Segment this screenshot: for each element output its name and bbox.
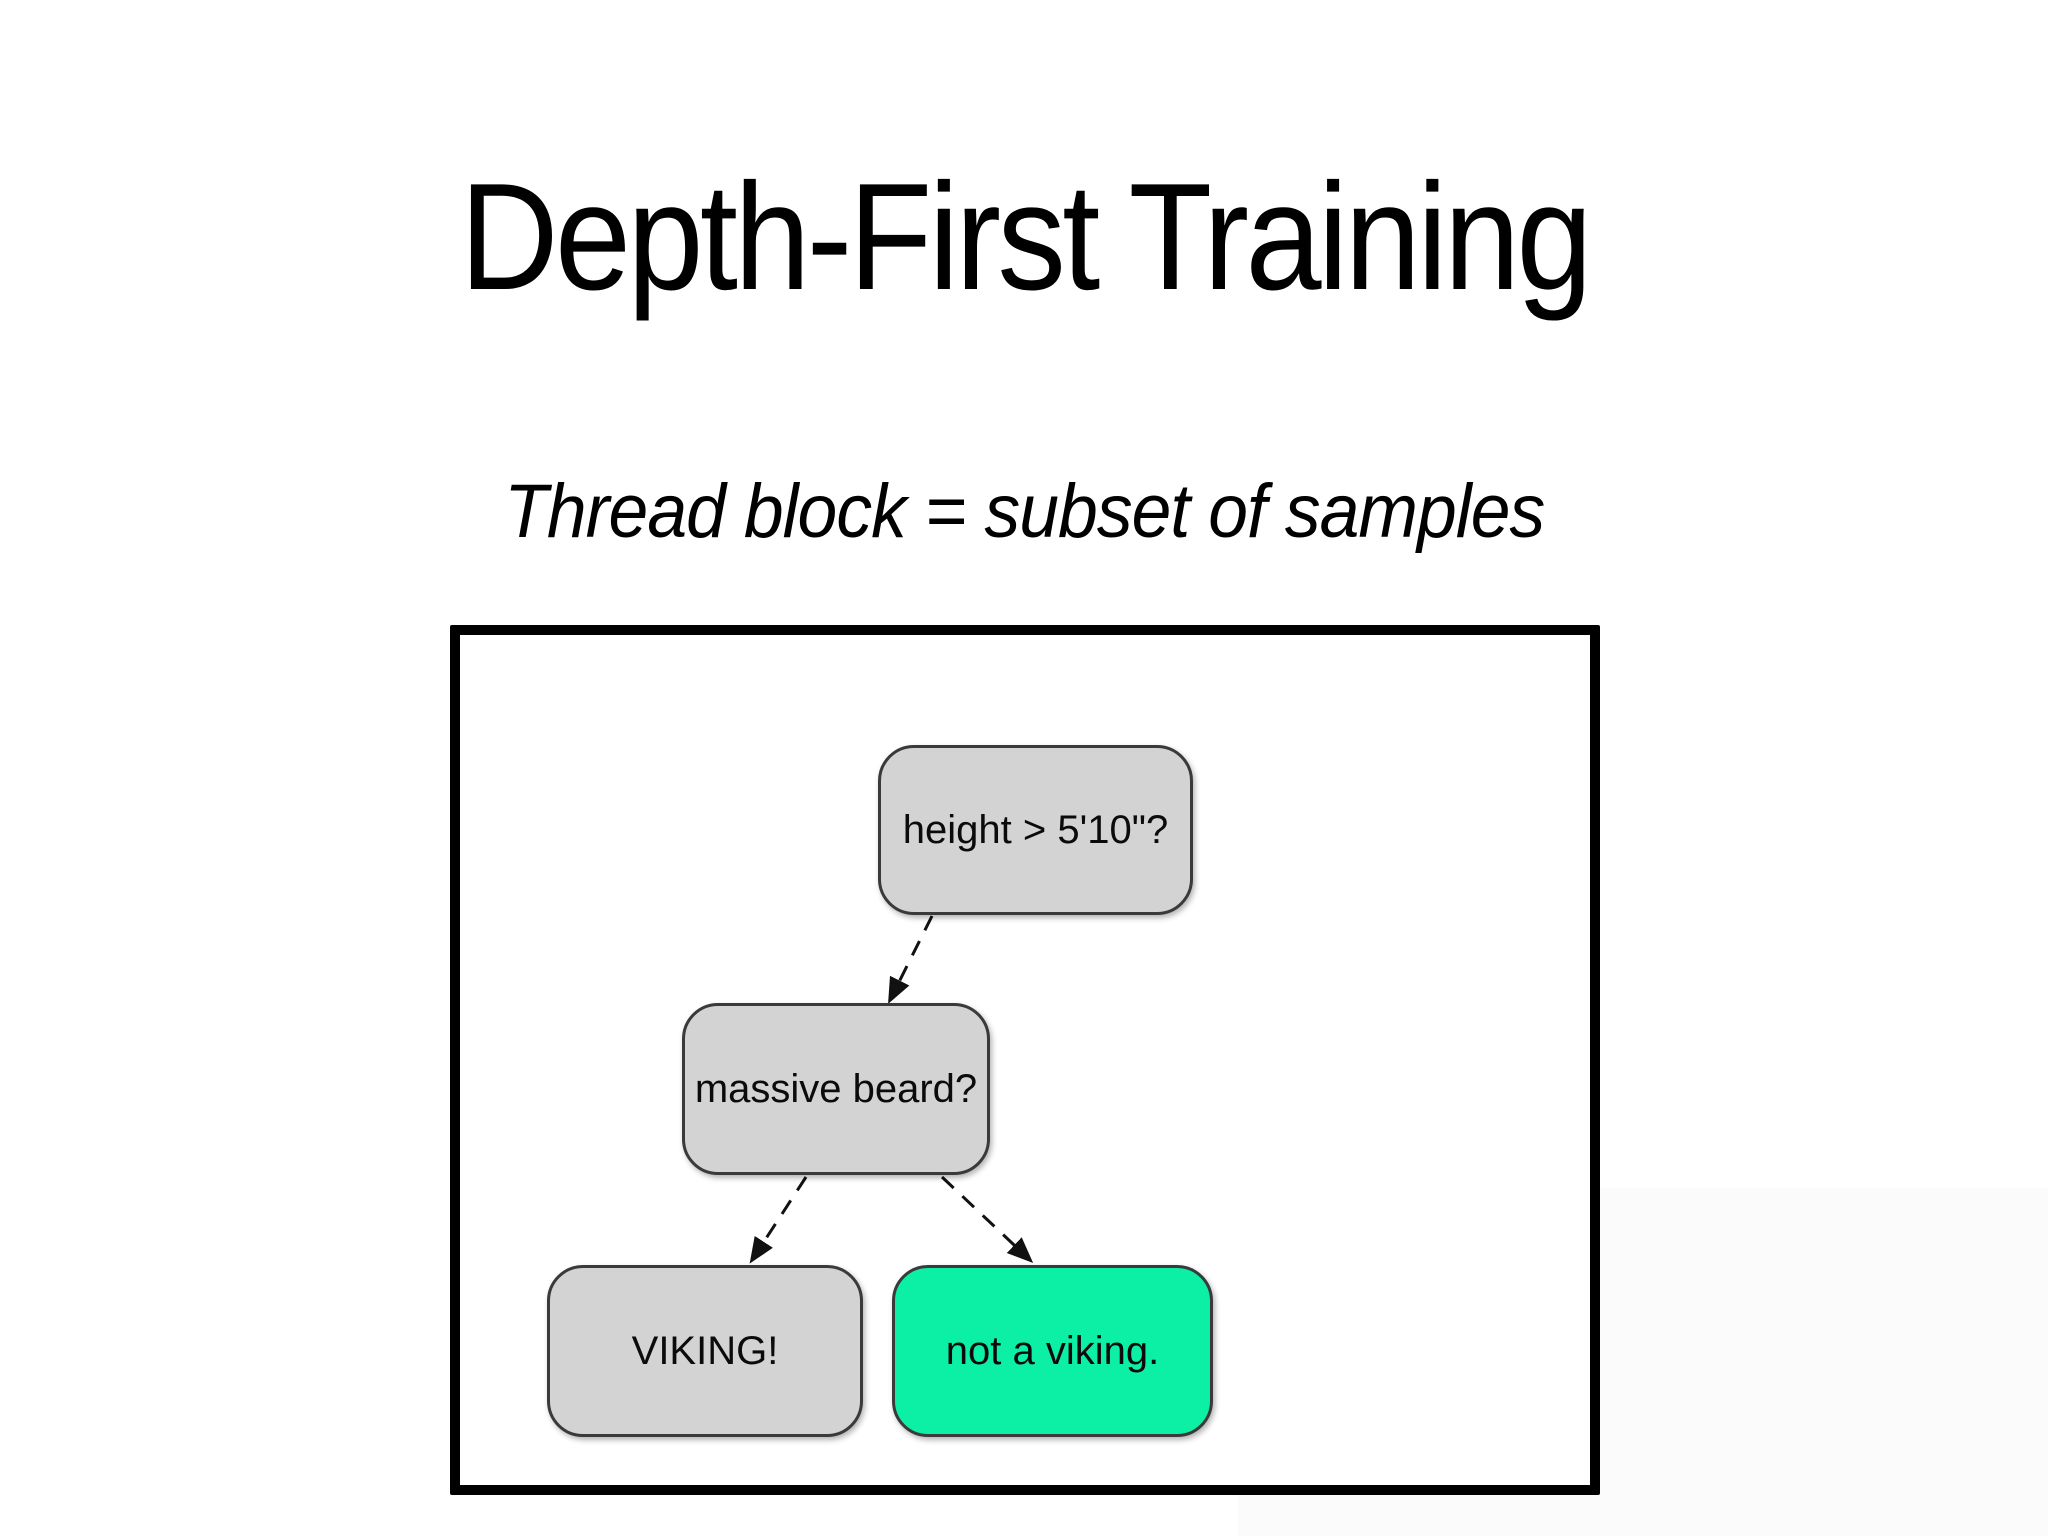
tree-node-not-viking: not a viking.	[892, 1265, 1213, 1437]
page-title-text: Depth-First Training	[459, 152, 1592, 322]
tree-node-beard: massive beard?	[682, 1003, 990, 1175]
tree-node-height: height > 5'10"?	[878, 745, 1193, 915]
slide-subtitle: Thread block = subset of samples	[0, 468, 2048, 555]
tree-node-viking-label: VIKING!	[631, 1328, 779, 1373]
tree-node-viking: VIKING!	[547, 1265, 863, 1437]
page-title: Depth-First Training	[0, 150, 2048, 325]
tree-node-height-label: height > 5'10"?	[902, 807, 1169, 852]
tree-node-not-viking-label: not a viking.	[945, 1328, 1160, 1373]
slide-subtitle-text: Thread block = subset of samples	[503, 469, 1545, 554]
tree-node-beard-label: massive beard?	[694, 1066, 978, 1111]
